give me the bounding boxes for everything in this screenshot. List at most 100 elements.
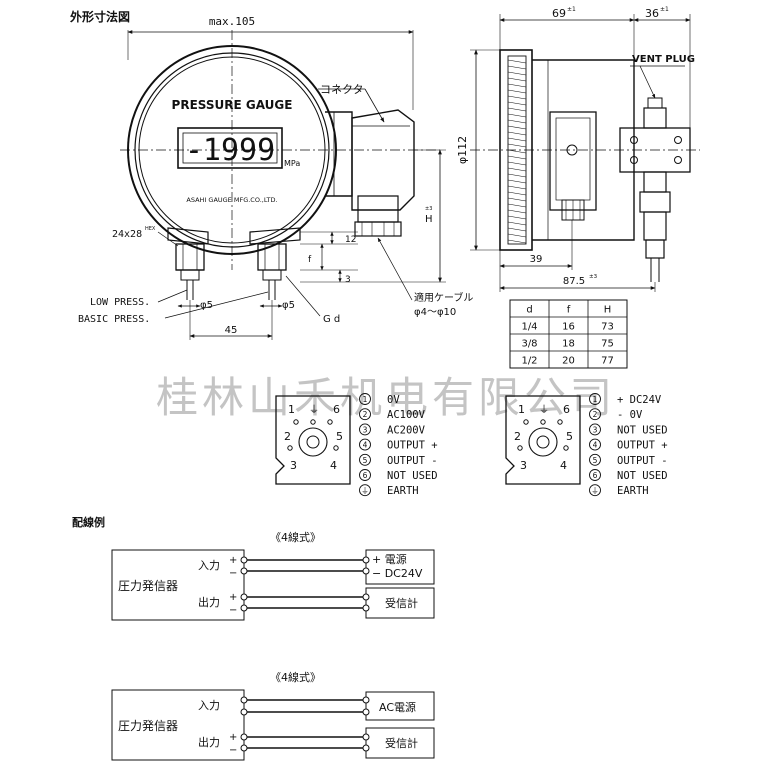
wiring2-title: 《4線式》 (270, 670, 321, 684)
dim69-label: 69 (552, 7, 566, 20)
wiring1-output: 出力 (198, 595, 220, 609)
connector-label: コネクタ (320, 83, 364, 96)
dimf-label: f (308, 255, 312, 265)
hex-size-label: 24x28 (112, 229, 142, 240)
pin-legend-row: 1 0V (359, 393, 400, 406)
wiring1-receiver: 受信計 (385, 596, 418, 610)
pin-legend-row: 1+ DC24V (589, 393, 662, 406)
pin-number: ⏚ (591, 486, 599, 495)
wiring1-out-minus: − (229, 605, 237, 616)
left-face-earth: ⏚ (309, 404, 319, 416)
pin-legend-row: 5 OUTPUT - (589, 453, 668, 467)
pin-label: 0V (387, 394, 400, 406)
left-face-pin6: 6 (333, 403, 340, 416)
pin-label: NOT USED (617, 470, 668, 482)
table-cell: 18 (562, 339, 575, 350)
dim69-sup: ±1 (567, 6, 576, 13)
table-cell: 1/2 (521, 356, 537, 367)
pin-number: 4 (593, 441, 598, 450)
pin-number: 4 (363, 441, 368, 450)
wiring1-device: 圧力発信器 (118, 579, 178, 593)
dim12-label: 12 (345, 235, 356, 245)
cable-label: 適用ケーブル (414, 291, 473, 304)
pin-label: NOT USED (387, 470, 438, 482)
wiring-diagram-2 (111, 689, 435, 761)
right-face-earth: ⏚ (539, 404, 549, 416)
dia5-b-label: φ5 (282, 300, 295, 311)
outline-heading: 外形寸法図 (70, 9, 130, 24)
left-face-pin4: 4 (330, 459, 337, 472)
pin-number: 3 (363, 425, 368, 434)
pin-label: OUTPUT + (387, 440, 438, 452)
right-face-pin2: 2 (514, 430, 521, 443)
table-header-cell: d (526, 305, 532, 316)
wiring1-out-plus: + (229, 592, 237, 603)
table-cell: 1/4 (521, 322, 537, 333)
pin-legend-row: ⏚ EARTH (589, 484, 649, 497)
pin-label: - 0V (617, 409, 643, 421)
wiring1-power-minus: − DC24V (372, 567, 423, 580)
width-dim-label: max.105 (209, 15, 255, 28)
left-face-pin5: 5 (336, 430, 343, 443)
wiring2-device: 圧力発信器 (118, 719, 178, 733)
pin-number: 1 (363, 395, 368, 404)
basic-press-label: BASIC PRESS. (78, 314, 150, 325)
pin-legend-row: 4 OUTPUT + (589, 438, 668, 452)
watermark: 桂林山禾机电有限公司 (156, 373, 616, 422)
pin-legend-row: 3 AC200V (359, 423, 426, 436)
pin-label: AC200V (387, 424, 426, 436)
wiring2-output: 出力 (198, 735, 220, 749)
pin-legend-row: 4 OUTPUT + (359, 438, 438, 452)
right-face-pin4: 4 (560, 459, 567, 472)
pin-number: ⏚ (361, 486, 369, 495)
pin-number: 1 (593, 395, 598, 404)
table-cell: 75 (601, 339, 614, 350)
low-press-label: LOW PRESS. (90, 297, 150, 308)
pin-number: 6 (593, 471, 598, 480)
table-header-cell: f (567, 305, 571, 316)
pin-number: 5 (593, 456, 598, 465)
wiring1-power-plus: + 電源 (372, 552, 407, 566)
wiring1-in-plus: + (229, 555, 237, 566)
maker-label: ASAHI GAUGE MFG.CO.,LTD. (186, 196, 277, 204)
table-header-cell: H (604, 305, 612, 316)
wiring2-input: 入力 (198, 699, 220, 712)
cable-range: φ4〜φ10 (414, 307, 456, 318)
right-face-pin1: 1 (518, 403, 525, 416)
pin-number: 2 (363, 410, 368, 419)
pin-label: OUTPUT + (617, 440, 668, 452)
pin-number: 2 (593, 410, 598, 419)
right-face-pin6: 6 (563, 403, 570, 416)
terminal-face-right (505, 395, 581, 485)
wiring2-receiver: 受信計 (385, 736, 418, 750)
pin-legend-row: ⏚ EARTH (359, 484, 419, 497)
right-face-pin5: 5 (566, 430, 573, 443)
dimH-label: H (425, 214, 433, 225)
pin-label: NOT USED (617, 424, 668, 436)
wiring1-input: 入力 (198, 559, 220, 572)
dim3-label: 3 (345, 275, 351, 285)
wiring2-power: AC電源 (379, 700, 416, 714)
side-view (470, 14, 700, 292)
dia112-label: φ112 (456, 136, 469, 164)
terminal-face-left (275, 395, 351, 485)
pin-label: EARTH (617, 485, 649, 497)
pin-label: OUTPUT - (617, 455, 668, 467)
gauge-title: PRESSURE GAUGE (172, 98, 293, 112)
table-cell: 20 (562, 356, 575, 367)
wiring2-out-plus: + (229, 732, 237, 743)
pin-legend-row: 6 NOT USED (589, 469, 668, 482)
pin-legend-row: 2 - 0V (589, 408, 643, 421)
wiring2-out-minus: − (229, 745, 237, 756)
wiring1-in-minus: − (229, 568, 237, 579)
gd-label: G d (323, 314, 340, 325)
display-value: -1999 (185, 133, 275, 168)
left-face-pin2: 2 (284, 430, 291, 443)
left-face-pin1: 1 (288, 403, 295, 416)
table-cell: 16 (562, 322, 575, 333)
pin-label: EARTH (387, 485, 419, 497)
